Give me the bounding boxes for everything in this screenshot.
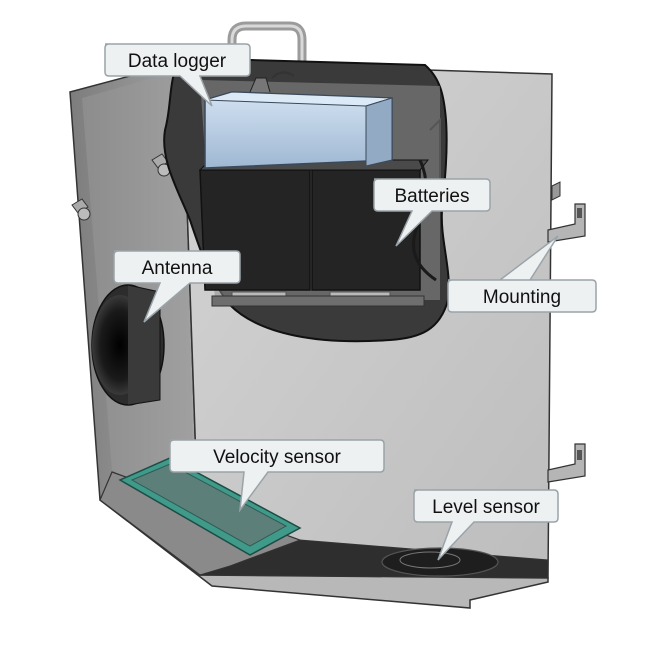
callout-data-logger: Data logger [104,43,251,107]
callout-mounting: Mounting [447,235,597,313]
data-logger [204,71,393,169]
callout-label-batteries: Batteries [395,186,470,207]
mounting-brackets [547,181,586,483]
wing-nuts [71,153,171,221]
callout-antenna: Antenna [113,250,241,323]
callout-level-sensor: Level sensor [413,489,559,561]
callout-label-antenna: Antenna [142,258,213,279]
level-sensor [381,547,499,577]
callout-label-velocity-sensor: Velocity sensor [213,447,341,468]
callout-velocity-sensor: Velocity sensor [169,439,385,513]
velocity-sensor [118,457,302,556]
callout-label-mounting: Mounting [483,287,561,308]
callout-batteries: Batteries [373,178,491,247]
callout-label-data-logger: Data logger [128,51,227,72]
antenna [91,284,165,406]
callout-label-level-sensor: Level sensor [432,497,540,518]
